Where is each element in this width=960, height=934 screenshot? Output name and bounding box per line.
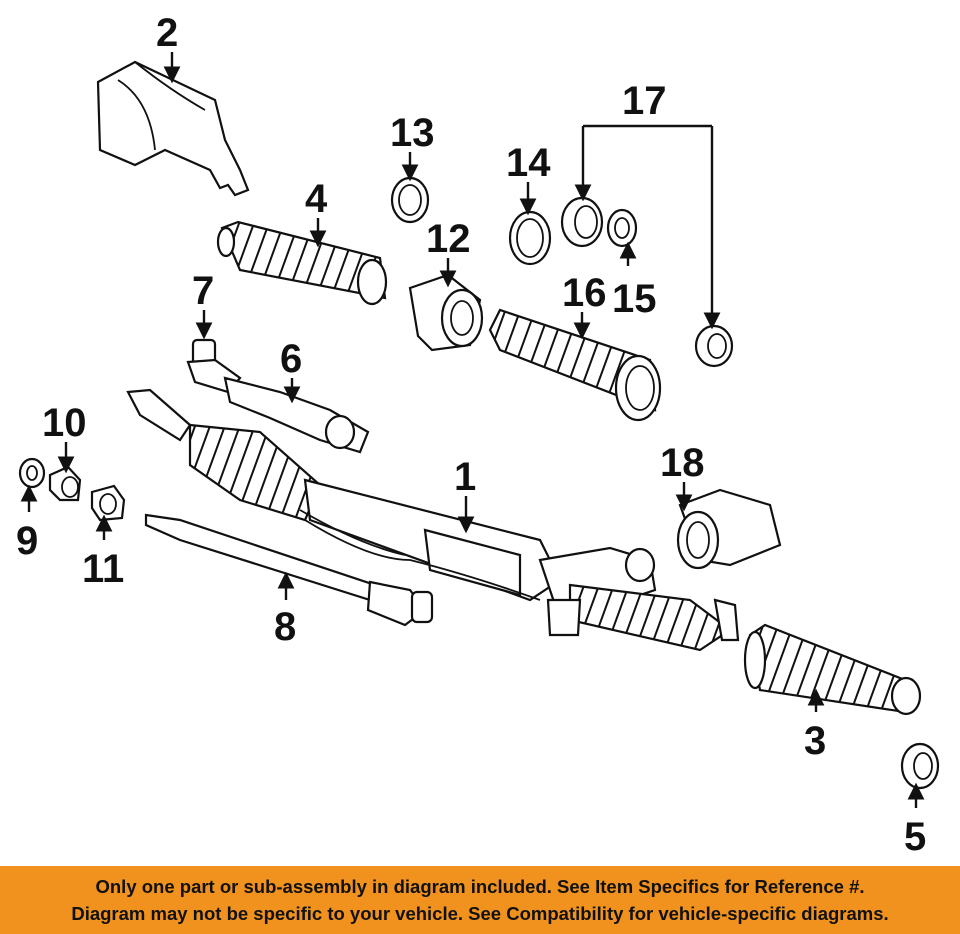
callout-4: 4 <box>305 177 328 221</box>
part-11-bushing <box>90 484 126 522</box>
callout-13: 13 <box>390 111 435 155</box>
part-17-clamp-lower <box>694 324 734 368</box>
disclaimer-banner: Only one part or sub-assembly in diagram… <box>0 866 960 934</box>
callout-16: 16 <box>562 271 607 315</box>
part-2-heat-shield <box>96 60 250 197</box>
part-18-elbow-boot <box>676 488 782 570</box>
part-8-outer-tie-rod <box>144 513 434 627</box>
leader-lines <box>20 52 925 808</box>
parts-diagram: 2 4 13 14 12 17 16 15 7 6 10 1 18 9 11 8… <box>16 11 940 859</box>
callout-15: 15 <box>612 277 657 321</box>
part-10-bushing <box>48 465 82 502</box>
callout-18: 18 <box>660 441 705 485</box>
callout-10: 10 <box>42 401 87 445</box>
disclaimer-line-2: Diagram may not be specific to your vehi… <box>71 903 889 924</box>
part-12-bushing <box>408 273 484 352</box>
callout-6: 6 <box>280 337 302 381</box>
part-4-boot <box>216 220 388 306</box>
callout-7: 7 <box>192 269 214 313</box>
callout-9: 9 <box>16 519 38 563</box>
callout-8: 8 <box>274 605 296 649</box>
callout-11: 11 <box>82 547 124 591</box>
disclaimer-line-1: Only one part or sub-assembly in diagram… <box>95 876 865 897</box>
part-17-clamp-upper <box>560 196 604 248</box>
part-1-steering-rack <box>126 388 740 652</box>
callout-14: 14 <box>506 141 551 185</box>
part-3-boot <box>743 623 922 716</box>
part-16-boot <box>488 308 662 422</box>
callout-2: 2 <box>156 11 178 55</box>
callout-5: 5 <box>904 815 926 859</box>
part-9-nut <box>18 457 46 489</box>
callout-12: 12 <box>426 217 471 261</box>
part-5-clamp <box>900 742 940 790</box>
callout-17: 17 <box>622 79 667 123</box>
part-15-washer <box>606 208 638 248</box>
callout-3: 3 <box>804 719 826 763</box>
callout-1: 1 <box>454 455 476 499</box>
